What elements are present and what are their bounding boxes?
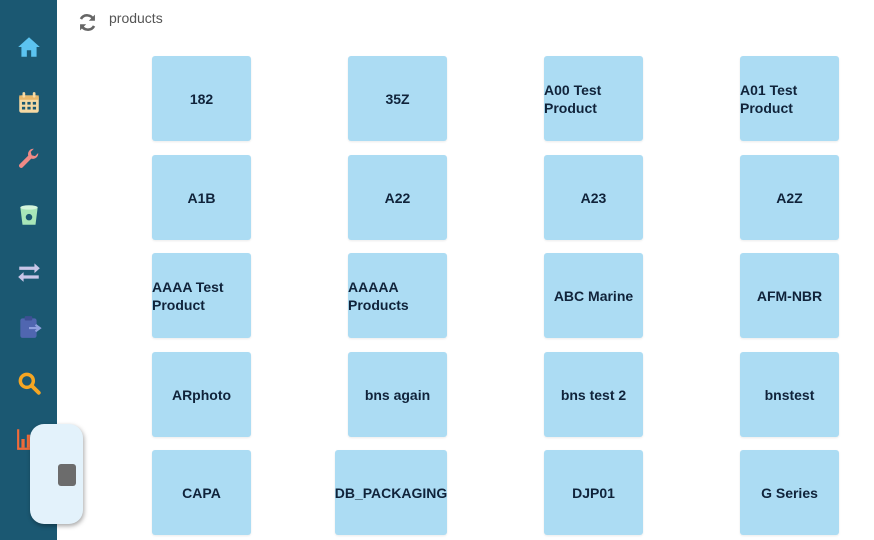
product-tile[interactable]: A1B	[152, 155, 251, 240]
product-tile-label: G Series	[761, 484, 818, 501]
product-tile[interactable]: A23	[544, 155, 643, 240]
product-tile-label: bnstest	[764, 386, 815, 403]
product-tile-label: AAAAA Products	[348, 278, 409, 313]
product-tile-label: A00 Test Product	[544, 81, 602, 116]
refresh-button[interactable]	[77, 12, 98, 33]
search-icon	[18, 372, 41, 395]
product-tile-label: DJP01	[572, 484, 615, 501]
product-tile[interactable]: DB_PACKAGING	[335, 450, 447, 535]
wrench-icon	[18, 148, 38, 168]
product-tile[interactable]: AAAAA Products	[348, 253, 447, 338]
product-tile[interactable]: A2Z	[740, 155, 839, 240]
product-tile-label: A23	[580, 189, 607, 206]
calendar-icon	[18, 92, 39, 113]
product-tile-label: bns test 2	[560, 386, 627, 403]
page-title: products	[109, 10, 163, 26]
product-tile-label: A01 Test Product	[740, 81, 798, 116]
product-tile[interactable]: AAAA Test Product	[152, 253, 251, 338]
product-tile[interactable]: A01 Test Product	[740, 56, 839, 141]
product-tile[interactable]: bns again	[348, 352, 447, 437]
bucket-icon	[19, 205, 38, 225]
sidebar-item-tools[interactable]	[0, 139, 57, 179]
sidebar-item-clipboard[interactable]	[0, 307, 57, 347]
sidebar-item-transfer[interactable]	[0, 251, 57, 291]
product-tile[interactable]: A00 Test Product	[544, 56, 643, 141]
product-tile[interactable]: CAPA	[152, 450, 251, 535]
product-tile-label: 182	[189, 90, 214, 107]
sidebar-item-home[interactable]	[0, 27, 57, 67]
product-tile[interactable]: ARphoto	[152, 352, 251, 437]
product-tile-label: 35Z	[385, 90, 410, 107]
product-tile[interactable]: DJP01	[544, 450, 643, 535]
product-tile[interactable]: 35Z	[348, 56, 447, 141]
product-tile-label: ABC Marine	[553, 287, 634, 304]
product-tile[interactable]: bnstest	[740, 352, 839, 437]
product-tile-label: A1B	[187, 189, 216, 206]
sidebar-item-search[interactable]	[0, 363, 57, 403]
side-panel-toggle-handle[interactable]	[58, 464, 76, 486]
sidebar	[0, 0, 57, 540]
sidebar-item-bucket[interactable]	[0, 195, 57, 235]
home-icon	[17, 37, 40, 57]
product-tile-label: ARphoto	[171, 386, 232, 403]
product-tile[interactable]: ABC Marine	[544, 253, 643, 338]
product-tile-label: CAPA	[182, 484, 221, 501]
product-tile[interactable]: bns test 2	[544, 352, 643, 437]
transfer-arrows-icon	[17, 263, 40, 282]
product-tile-label: bns again	[364, 386, 431, 403]
product-tile-label: AAAA Test Product	[152, 278, 224, 313]
product-tile[interactable]: G Series	[740, 450, 839, 535]
sidebar-item-calendar[interactable]	[0, 83, 57, 123]
product-tile-label: AFM-NBR	[756, 287, 823, 304]
product-tile[interactable]: 182	[152, 56, 251, 141]
product-tile-label: A22	[384, 189, 411, 206]
product-tile[interactable]: A22	[348, 155, 447, 240]
product-tile-label: DB_PACKAGING	[334, 484, 448, 501]
product-tile[interactable]: AFM-NBR	[740, 253, 839, 338]
clipboard-icon	[19, 316, 42, 338]
product-tile-label: A2Z	[776, 189, 803, 206]
refresh-icon	[79, 14, 96, 31]
